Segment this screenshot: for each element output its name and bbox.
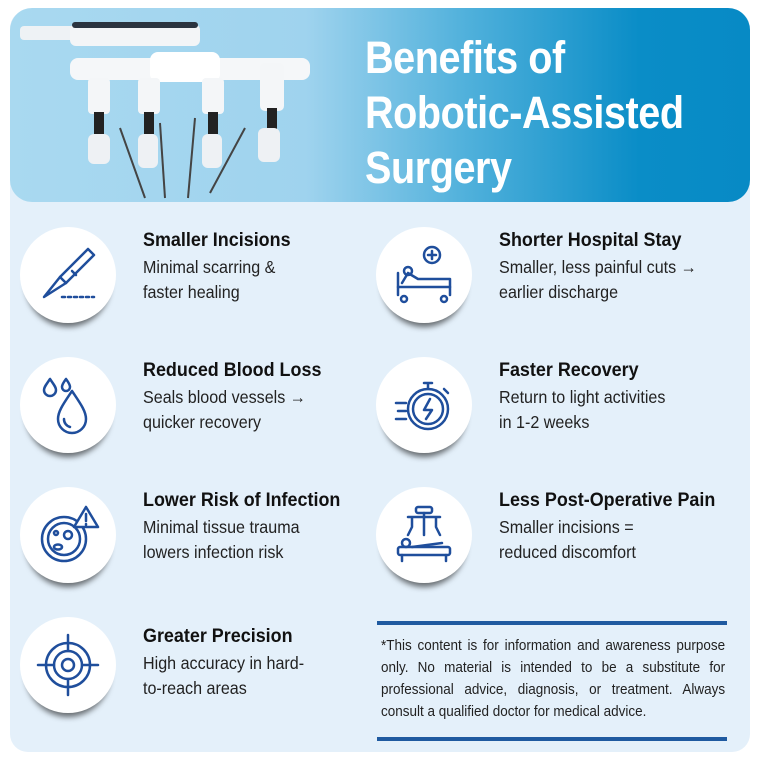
benefit-desc: Return to light activities bbox=[499, 387, 666, 407]
benefit-smaller-incisions: Smaller Incisions Minimal scarring & fas… bbox=[20, 227, 370, 337]
target-icon bbox=[20, 617, 116, 713]
benefit-desc: quicker recovery bbox=[143, 412, 262, 432]
robotic-surgery-icon bbox=[376, 487, 472, 583]
benefit-less-post-operative-pain: Less Post-Operative Pain Smaller incisio… bbox=[376, 487, 726, 597]
benefit-title: Faster Recovery bbox=[499, 359, 639, 381]
benefit-desc: lowers infection risk bbox=[143, 542, 284, 562]
benefit-desc: Minimal scarring & bbox=[143, 257, 276, 277]
benefit-desc: reduced discomfort bbox=[499, 542, 636, 562]
benefit-desc: earlier discharge bbox=[499, 282, 619, 302]
title-line: Benefits of bbox=[365, 32, 565, 83]
benefit-desc: Smaller, less painful cuts → bbox=[499, 257, 697, 277]
benefit-desc: Smaller incisions = bbox=[499, 517, 634, 537]
hospital-bed-icon bbox=[376, 227, 472, 323]
benefit-title: Reduced Blood Loss bbox=[143, 359, 322, 381]
benefit-reduced-blood-loss: Reduced Blood Loss Seals blood vessels →… bbox=[20, 357, 370, 467]
surgical-robot-image bbox=[20, 22, 310, 199]
benefit-shorter-hospital-stay: Shorter Hospital Stay Smaller, less pain… bbox=[376, 227, 726, 337]
benefit-desc: in 1-2 weeks bbox=[499, 412, 590, 432]
benefit-title: Greater Precision bbox=[143, 625, 293, 647]
header-banner: Benefits of Robotic-Assisted Surgery bbox=[10, 8, 750, 202]
disclaimer-text: *This content is for information and awa… bbox=[381, 638, 726, 720]
scalpel-icon bbox=[20, 227, 116, 323]
benefit-title: Smaller Incisions bbox=[143, 229, 291, 251]
benefit-title: Less Post-Operative Pain bbox=[499, 489, 716, 511]
benefit-desc: to-reach areas bbox=[143, 678, 247, 698]
benefit-title: Shorter Hospital Stay bbox=[499, 229, 682, 251]
benefit-desc: faster healing bbox=[143, 282, 240, 302]
title-line: Robotic-Assisted bbox=[365, 87, 684, 138]
benefit-desc: Seals blood vessels → bbox=[143, 387, 306, 407]
benefit-faster-recovery: Faster Recovery Return to light activiti… bbox=[376, 357, 726, 467]
benefit-lower-risk-of-infection: Lower Risk of Infection Minimal tissue t… bbox=[20, 487, 370, 597]
benefit-desc: High accuracy in hard- bbox=[143, 653, 305, 673]
page-title: Benefits of Robotic-Assisted Surgery bbox=[365, 30, 684, 195]
benefit-desc: Minimal tissue trauma bbox=[143, 517, 300, 537]
disclaimer-box: *This content is for information and awa… bbox=[377, 621, 727, 741]
title-line: Surgery bbox=[365, 142, 512, 193]
stopwatch-icon bbox=[376, 357, 472, 453]
benefit-greater-precision: Greater Precision High accuracy in hard-… bbox=[20, 617, 370, 727]
blood-drops-icon bbox=[20, 357, 116, 453]
benefit-title: Lower Risk of Infection bbox=[143, 489, 341, 511]
bacteria-warning-icon bbox=[20, 487, 116, 583]
